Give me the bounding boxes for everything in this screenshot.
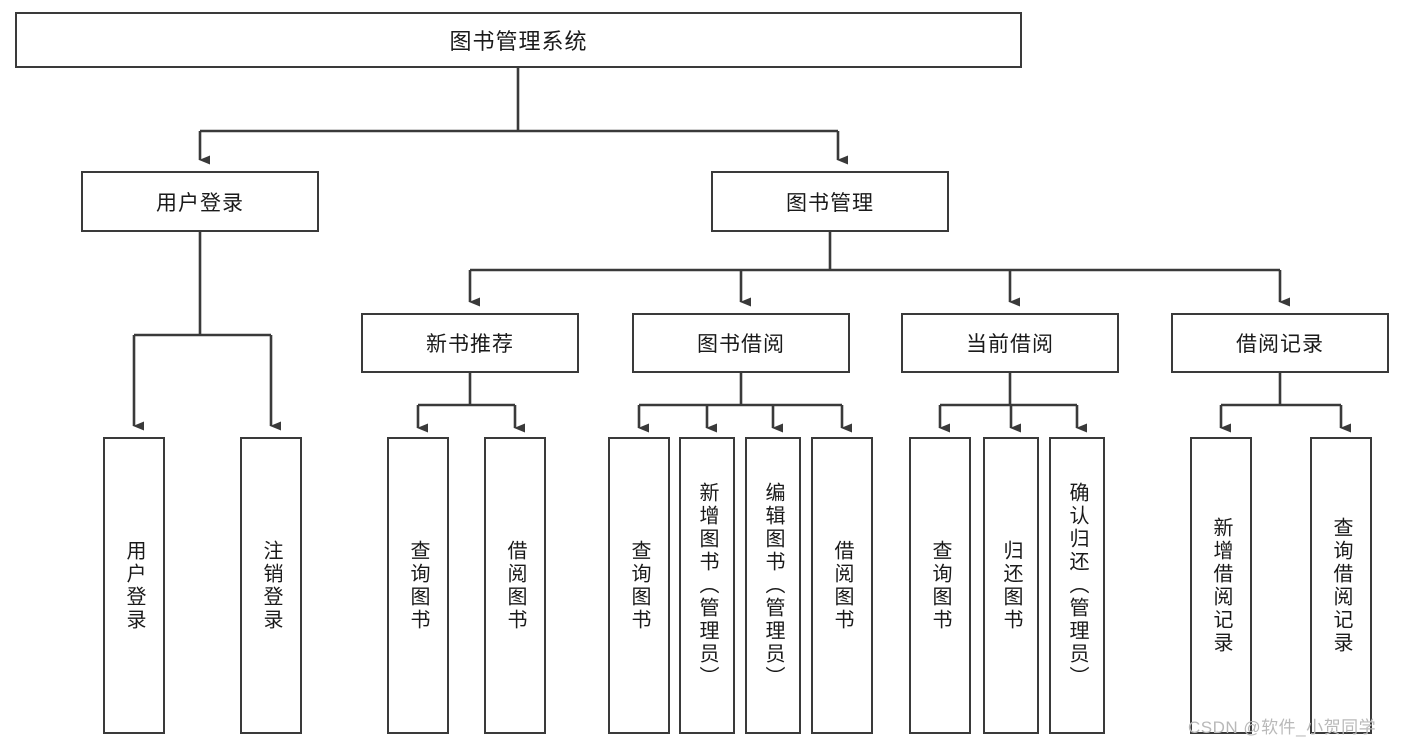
leaf-return-book[interactable]: 归还图书	[983, 437, 1039, 734]
node-borrow-record[interactable]: 借阅记录	[1171, 313, 1389, 373]
node-book-management[interactable]: 图书管理	[711, 171, 949, 232]
leaf-add-book-label: 新增图书（管理员）	[696, 482, 718, 689]
leaf-query-book-3[interactable]: 查询图书	[909, 437, 971, 734]
leaf-logout-login-label: 注销登录	[260, 539, 282, 632]
leaf-query-book-1-label: 查询图书	[407, 539, 429, 632]
leaf-user-login[interactable]: 用户登录	[103, 437, 165, 734]
leaf-borrow-book-1-label: 借阅图书	[504, 539, 526, 632]
node-new-book-recommend[interactable]: 新书推荐	[361, 313, 579, 373]
leaf-edit-book-label: 编辑图书（管理员）	[762, 482, 784, 689]
leaf-query-book-1[interactable]: 查询图书	[387, 437, 449, 734]
leaf-add-book[interactable]: 新增图书（管理员）	[679, 437, 735, 734]
node-borrow-record-label: 借阅记录	[1236, 333, 1324, 356]
csdn-watermark: CSDN @软件_小贺同学	[1188, 718, 1377, 737]
node-current-borrow[interactable]: 当前借阅	[901, 313, 1119, 373]
leaf-borrow-book-1[interactable]: 借阅图书	[484, 437, 546, 734]
leaf-add-record-label: 新增借阅记录	[1210, 516, 1232, 655]
leaf-query-record[interactable]: 查询借阅记录	[1310, 437, 1372, 734]
leaf-query-book-2-label: 查询图书	[628, 539, 650, 632]
leaf-query-book-3-label: 查询图书	[929, 539, 951, 632]
leaf-add-record[interactable]: 新增借阅记录	[1190, 437, 1252, 734]
leaf-query-record-label: 查询借阅记录	[1330, 516, 1352, 655]
node-root-label: 图书管理系统	[449, 29, 588, 54]
node-current-borrow-label: 当前借阅	[966, 333, 1054, 356]
node-book-borrow-label: 图书借阅	[697, 333, 785, 356]
leaf-confirm-return[interactable]: 确认归还（管理员）	[1049, 437, 1105, 734]
node-book-management-label: 图书管理	[786, 191, 874, 215]
node-book-borrow[interactable]: 图书借阅	[632, 313, 850, 373]
leaf-return-book-label: 归还图书	[1000, 539, 1022, 632]
leaf-confirm-return-label: 确认归还（管理员）	[1066, 482, 1088, 689]
leaf-logout-login[interactable]: 注销登录	[240, 437, 302, 734]
leaf-user-login-label: 用户登录	[123, 539, 145, 632]
leaf-borrow-book-2[interactable]: 借阅图书	[811, 437, 873, 734]
leaf-query-book-2[interactable]: 查询图书	[608, 437, 670, 734]
node-new-book-recommend-label: 新书推荐	[426, 333, 514, 356]
leaf-borrow-book-2-label: 借阅图书	[831, 539, 853, 632]
leaf-edit-book[interactable]: 编辑图书（管理员）	[745, 437, 801, 734]
node-root-system[interactable]: 图书管理系统	[15, 12, 1022, 68]
node-user-login[interactable]: 用户登录	[81, 171, 319, 232]
node-user-login-label: 用户登录	[156, 191, 244, 215]
